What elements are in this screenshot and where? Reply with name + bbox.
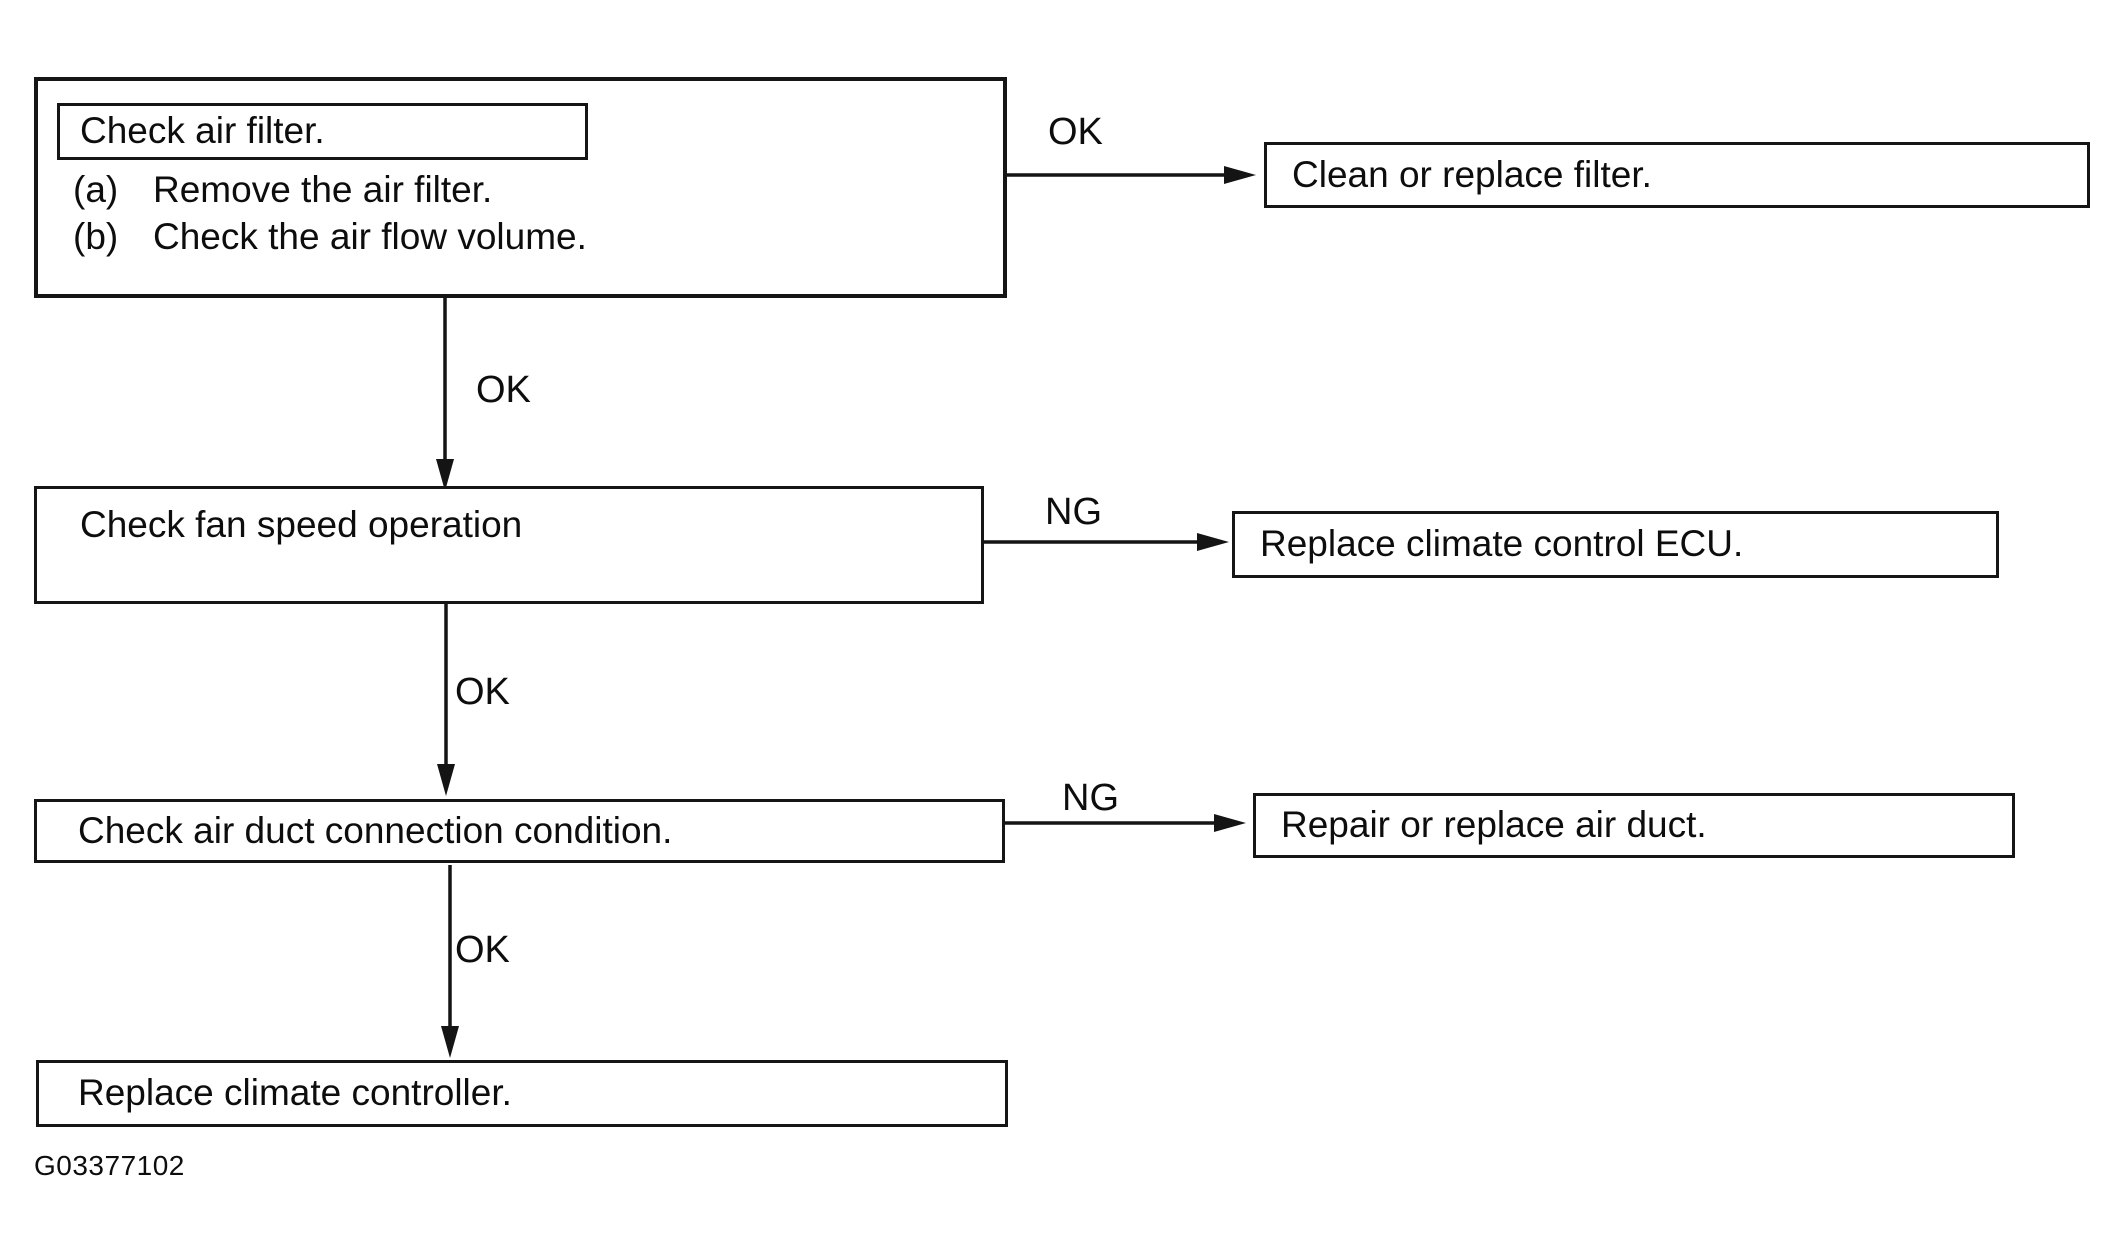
node-replace-climate-controller-text: Replace climate controller. — [78, 1072, 512, 1114]
step-item-b: (b) Check the air flow volume. — [73, 214, 587, 261]
edge-label-ok-4: OK — [455, 929, 510, 971]
step-item-b-text: Check the air flow volume. — [153, 216, 587, 258]
edge-label-ng-2: NG — [1062, 777, 1119, 819]
step-item-a-text: Remove the air filter. — [153, 169, 493, 211]
node-check-air-filter-steps: (a) Remove the air filter. (b) Check the… — [73, 167, 587, 261]
step-item-a: (a) Remove the air filter. — [73, 167, 587, 214]
node-replace-climate-controller: Replace climate controller. — [36, 1060, 1008, 1127]
edge-label-ok-3: OK — [455, 671, 510, 713]
node-repair-or-replace-air-duct-text: Repair or replace air duct. — [1281, 804, 1707, 846]
step-item-a-marker: (a) — [73, 169, 119, 211]
figure-id-label: G03377102 — [34, 1150, 185, 1181]
arrow-ok-down-to-check-air-duct — [437, 604, 455, 796]
node-check-air-filter-title-box: Check air filter. — [57, 103, 588, 160]
node-replace-climate-control-ecu-text: Replace climate control ECU. — [1260, 523, 1744, 565]
arrow-ok-right-to-clean-filter — [1007, 166, 1256, 184]
node-check-air-filter: Check air filter. (a) Remove the air fil… — [34, 77, 1007, 298]
step-item-b-marker: (b) — [73, 216, 119, 258]
node-check-fan-speed-text: Check fan speed operation — [80, 504, 523, 545]
node-check-air-duct: Check air duct connection condition. — [34, 799, 1005, 863]
node-clean-or-replace-filter-text: Clean or replace filter. — [1292, 153, 1652, 195]
node-replace-climate-control-ecu: Replace climate control ECU. — [1232, 511, 1999, 578]
node-check-air-filter-title: Check air filter. — [80, 110, 325, 152]
node-check-air-duct-text: Check air duct connection condition. — [78, 809, 673, 851]
node-repair-or-replace-air-duct: Repair or replace air duct. — [1253, 793, 2015, 858]
edge-label-ng-1: NG — [1045, 491, 1102, 533]
arrow-ok-down-to-check-fan-speed — [436, 298, 454, 491]
arrow-ng-right-to-replace-ecu — [984, 533, 1229, 551]
edge-label-ok-2: OK — [476, 369, 531, 411]
edge-label-ok-1: OK — [1048, 111, 1103, 153]
node-clean-or-replace-filter: Clean or replace filter. — [1264, 142, 2090, 208]
node-check-fan-speed: Check fan speed operation — [34, 486, 984, 604]
arrow-ok-down-to-replace-controller — [441, 865, 459, 1058]
arrow-ng-right-to-repair-air-duct — [1005, 814, 1246, 832]
